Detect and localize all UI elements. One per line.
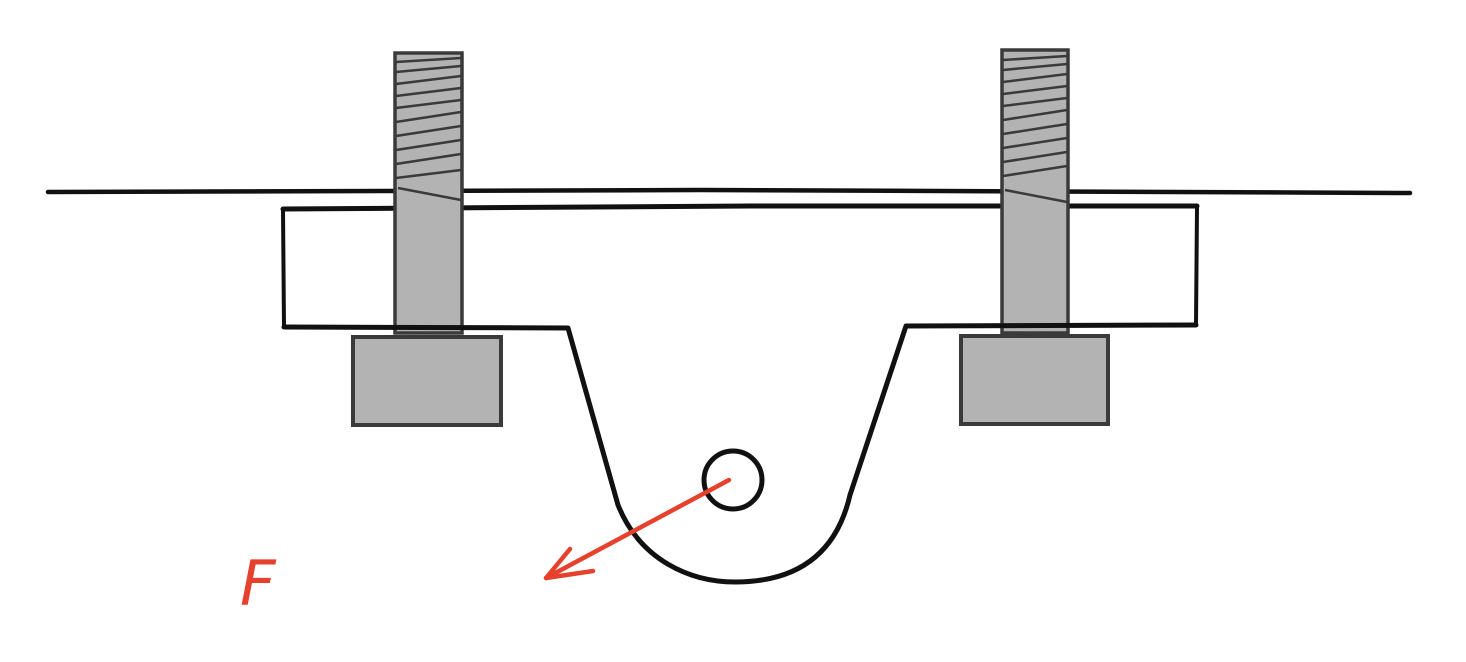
left-bolt-head — [351, 335, 503, 427]
force-arrow — [543, 477, 732, 581]
bracket-outline — [281, 322, 1199, 585]
mounting-plate-left-edge — [281, 208, 286, 329]
ceiling-line — [45, 187, 1413, 196]
force-arrow-head — [543, 546, 596, 581]
left-bolt-threads — [395, 56, 462, 202]
left-bolt — [393, 51, 464, 335]
force-arrow-shaft — [543, 477, 732, 581]
right-bolt-head — [959, 334, 1110, 426]
mounting-plate-right-edge — [1194, 205, 1199, 327]
pin-hole — [701, 448, 765, 512]
right-bolt-threads — [1002, 54, 1068, 204]
force-label: F — [240, 547, 277, 620]
right-bolt — [1000, 48, 1070, 335]
